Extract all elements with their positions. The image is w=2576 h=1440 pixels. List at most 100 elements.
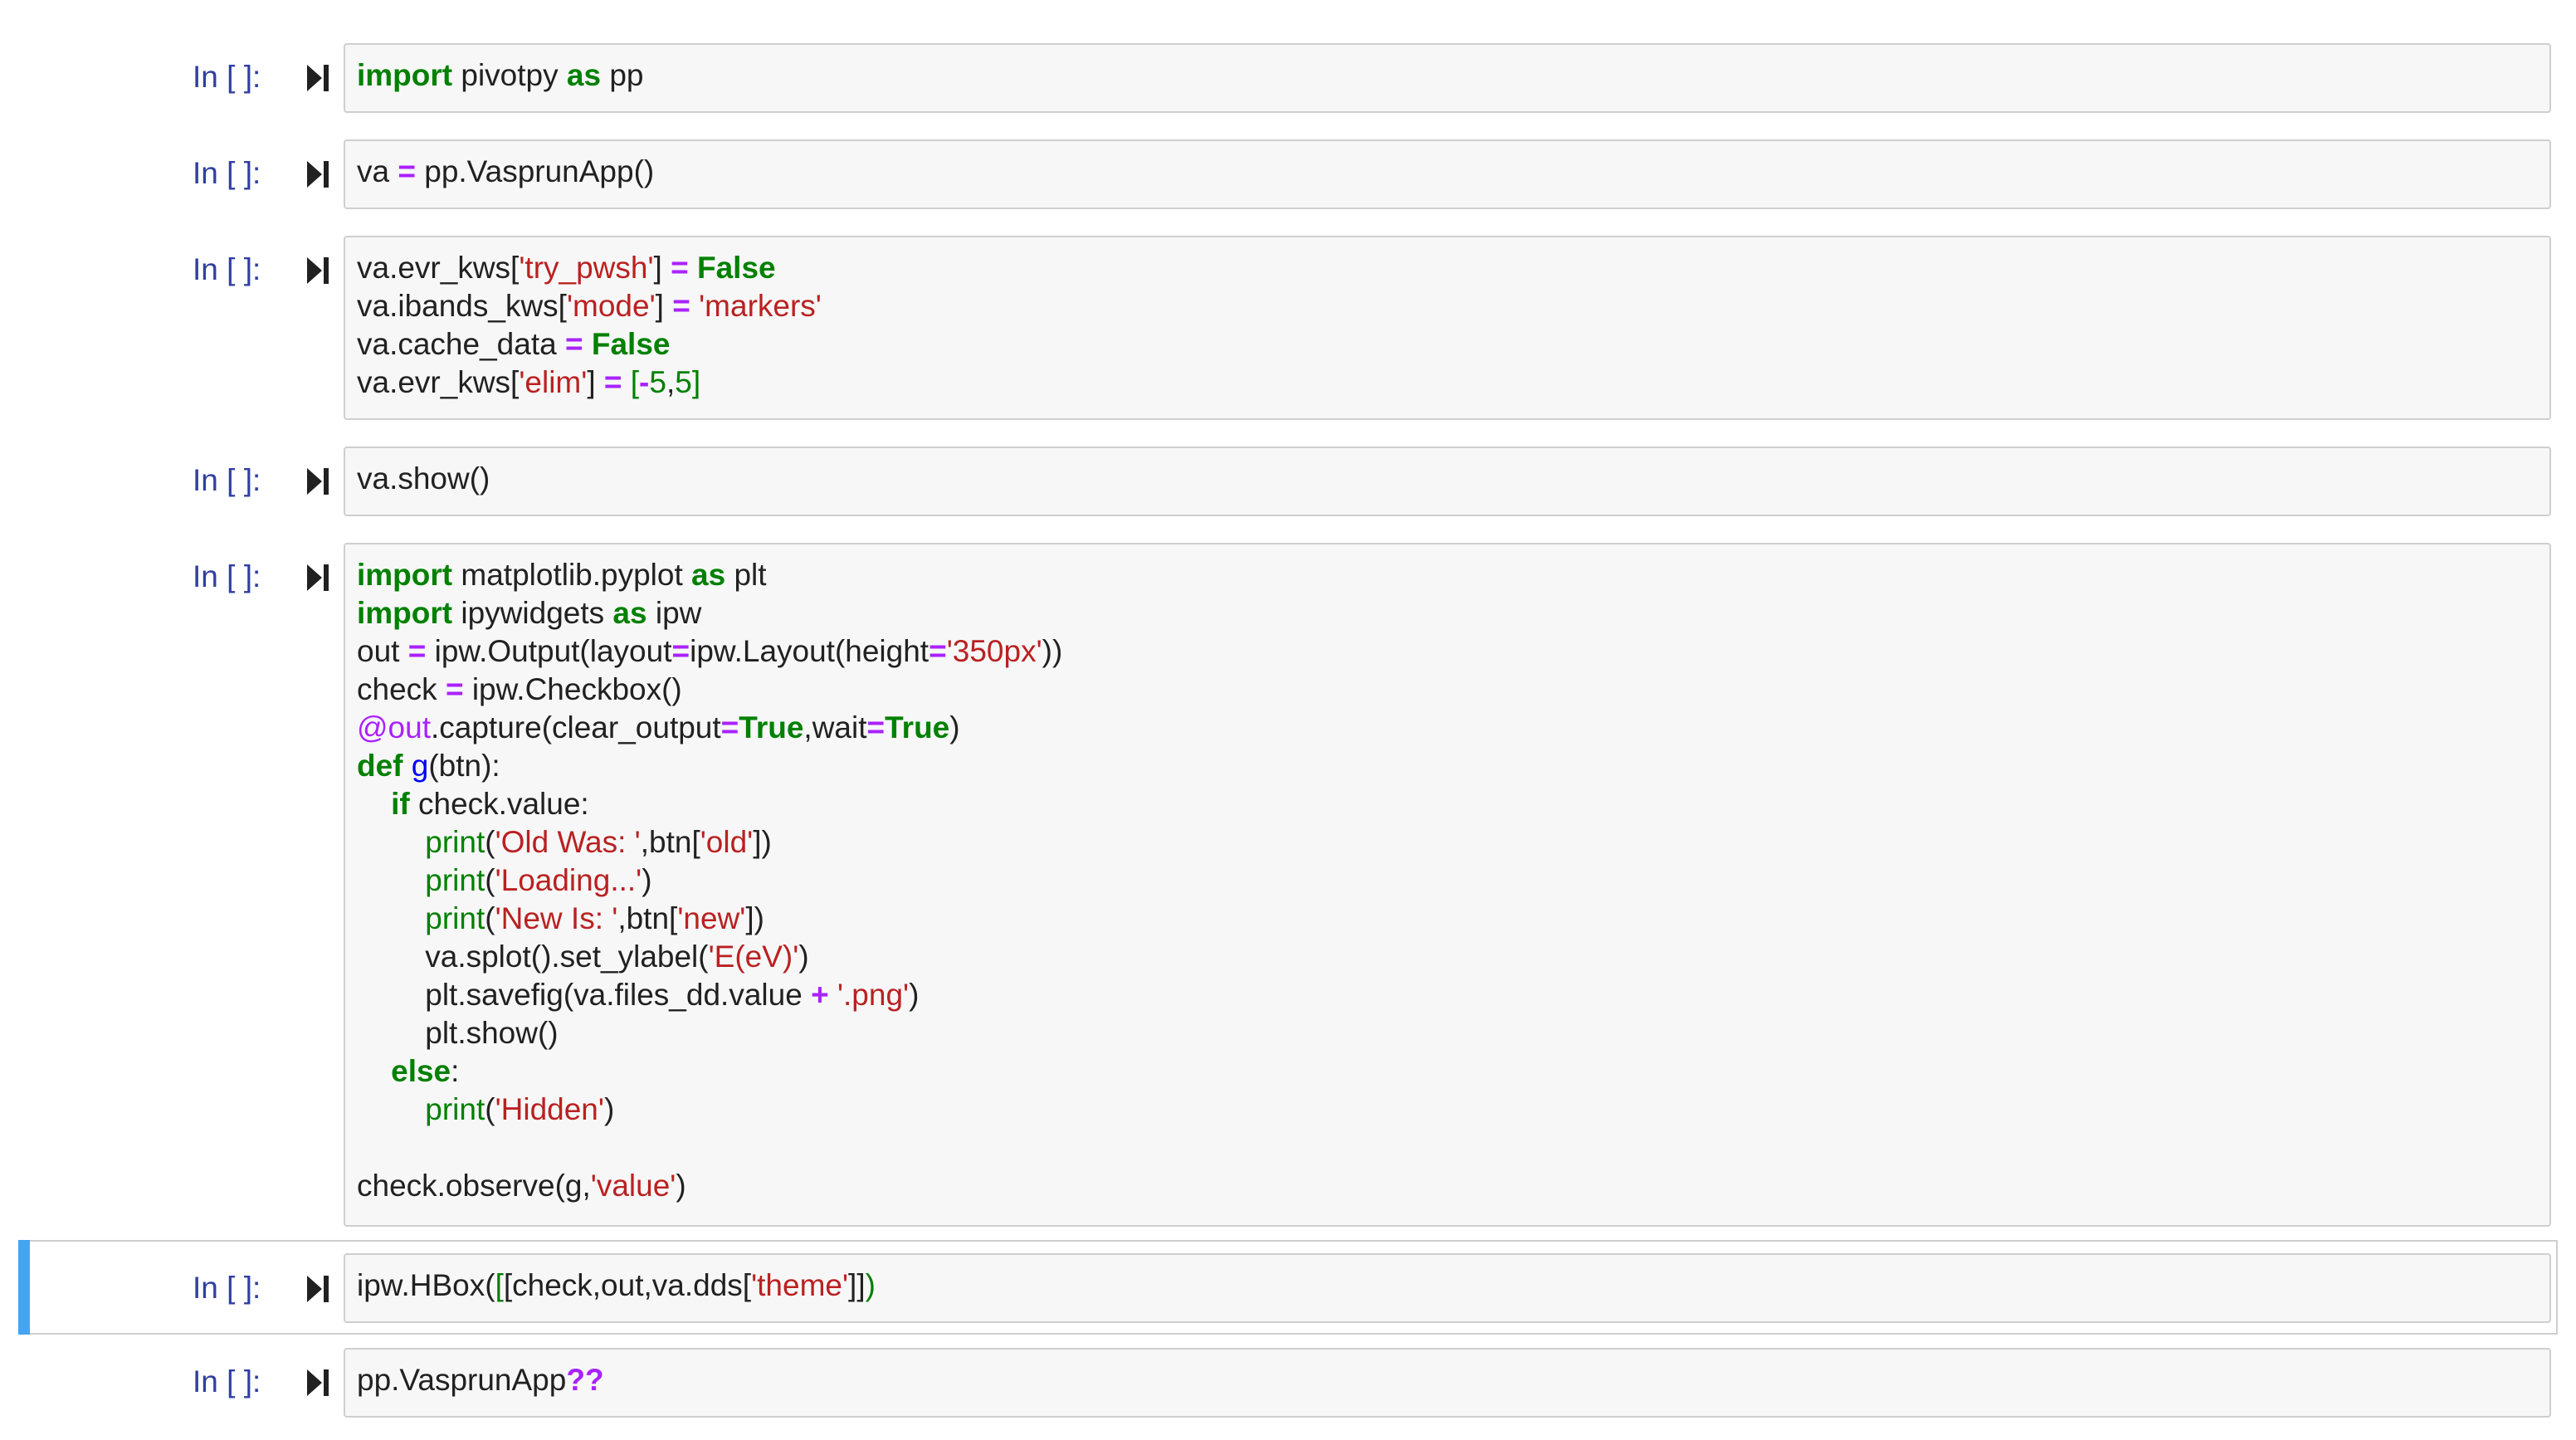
code-token: True — [739, 710, 804, 744]
code-token: = — [671, 251, 689, 285]
code-token: import — [357, 58, 453, 92]
code-token: va.show() — [357, 461, 490, 495]
code-token: ,wait — [803, 710, 867, 744]
run-cell-icon[interactable] — [305, 256, 330, 286]
code-token: = — [671, 634, 690, 668]
input-prompt: In [ ]: — [193, 463, 261, 497]
code-token: plt — [725, 558, 767, 592]
code-text[interactable]: ipw.HBox([[check,out,va.dds['theme']]) — [357, 1267, 2541, 1305]
code-token: ) — [676, 1169, 686, 1203]
code-token — [357, 1054, 391, 1088]
code-token: ( — [485, 1092, 495, 1126]
code-token: ( — [485, 863, 495, 897]
code-token: ipw.Output(layout — [426, 634, 672, 668]
code-token: va.cache_data — [357, 327, 565, 361]
code-token: g — [411, 749, 429, 783]
code-editor[interactable]: va.show() — [344, 447, 2551, 516]
code-token: ) — [865, 1268, 876, 1302]
code-token: = — [603, 365, 622, 399]
code-editor[interactable]: pp.VasprunApp?? — [344, 1348, 2551, 1418]
code-token: ipw.Checkbox() — [463, 672, 682, 706]
run-cell-icon[interactable] — [305, 1274, 330, 1304]
code-token: check — [357, 672, 446, 706]
code-token: = — [866, 710, 886, 744]
code-cell-6-selected[interactable]: In [ ]: ipw.HBox([[check,out,va.dds['the… — [18, 1240, 2558, 1335]
run-cell-icon[interactable] — [305, 63, 330, 93]
run-cell-icon[interactable] — [305, 563, 330, 593]
code-token: as — [612, 596, 647, 630]
code-token: 'markers' — [699, 289, 822, 323]
code-token: print — [425, 863, 485, 897]
code-token: 5 — [649, 365, 666, 399]
code-token: True — [885, 710, 950, 744]
code-token: - — [639, 365, 650, 399]
code-editor[interactable]: va = pp.VasprunApp() — [344, 139, 2551, 209]
code-token: else — [391, 1054, 451, 1088]
code-text[interactable]: va.show() — [357, 460, 2541, 498]
code-text[interactable]: import matplotlib.pyplot as plt import i… — [357, 556, 2541, 1205]
run-cell-icon[interactable] — [305, 466, 330, 496]
code-token: ipw.HBox( — [357, 1268, 495, 1302]
code-token: ipywidgets — [452, 596, 613, 630]
code-cell-7[interactable]: In [ ]: pp.VasprunApp?? — [0, 1348, 2576, 1418]
code-cell-3[interactable]: In [ ]: va.evr_kws['try_pwsh'] = False v… — [0, 236, 2576, 420]
code-token: 'Old Was: ' — [495, 825, 641, 859]
code-token: .capture(clear_output — [431, 710, 721, 744]
code-token: = — [672, 289, 690, 323]
code-token: ( — [485, 825, 495, 859]
code-token: pp.VasprunApp() — [415, 154, 655, 188]
code-token: , — [666, 365, 676, 399]
code-token: pp — [601, 58, 644, 92]
code-token: '.png' — [837, 978, 910, 1012]
code-text[interactable]: va = pp.VasprunApp() — [357, 153, 2541, 191]
code-token: check.observe(g, — [357, 1169, 591, 1203]
code-text[interactable]: pp.VasprunApp?? — [357, 1361, 2541, 1399]
code-token: ]] — [848, 1268, 866, 1302]
code-token: = — [398, 154, 416, 188]
code-token: print — [425, 825, 485, 859]
code-token: ?? — [566, 1363, 604, 1397]
code-text[interactable]: va.evr_kws['try_pwsh'] = False va.ibands… — [357, 249, 2541, 402]
code-token: def — [357, 749, 403, 783]
code-token — [403, 749, 412, 783]
input-prompt: In [ ]: — [193, 1364, 261, 1399]
code-editor[interactable]: import pivotpy as pp — [344, 43, 2551, 113]
code-token: ) — [949, 710, 960, 744]
code-text[interactable]: import pivotpy as pp — [357, 56, 2541, 95]
code-token — [690, 289, 699, 323]
code-token: ] — [653, 251, 671, 285]
code-token: va.ibands_kws[ — [357, 289, 567, 323]
input-prompt: In [ ]: — [193, 252, 261, 286]
code-token: = — [720, 710, 739, 744]
code-token — [357, 901, 425, 935]
code-token: ) — [909, 978, 920, 1012]
run-cell-icon[interactable] — [305, 159, 330, 189]
code-token: import — [357, 558, 453, 592]
code-editor[interactable]: ipw.HBox([[check,out,va.dds['theme']]) — [344, 1253, 2551, 1323]
code-token: ( — [485, 901, 495, 935]
code-editor[interactable]: import matplotlib.pyplot as plt import i… — [344, 543, 2551, 1227]
code-token: [ — [495, 1268, 504, 1302]
code-token: va.evr_kws[ — [357, 365, 520, 399]
code-cell-1[interactable]: In [ ]: import pivotpy as pp — [0, 43, 2576, 113]
code-token: 'New Is: ' — [495, 901, 618, 935]
code-token: False — [591, 327, 671, 361]
code-token: )) — [1042, 634, 1063, 668]
code-token: 'old' — [700, 825, 754, 859]
code-token: 5 — [675, 365, 692, 399]
code-cell-2[interactable]: In [ ]: va = pp.VasprunApp() — [0, 139, 2576, 209]
input-prompt: In [ ]: — [193, 60, 261, 94]
code-token: [check,out,va.dds[ — [503, 1268, 752, 1302]
code-cell-5[interactable]: In [ ]: import matplotlib.pyplot as plt … — [0, 543, 2576, 1227]
code-token — [583, 327, 592, 361]
code-token: False — [696, 251, 776, 285]
code-token: ] — [587, 365, 604, 399]
input-prompt: In [ ]: — [193, 1271, 261, 1305]
code-token: import — [357, 596, 453, 630]
code-token: ] — [691, 365, 701, 399]
code-editor[interactable]: va.evr_kws['try_pwsh'] = False va.ibands… — [344, 236, 2551, 420]
code-token: '350px' — [946, 634, 1042, 668]
code-cell-4[interactable]: In [ ]: va.show() — [0, 447, 2576, 516]
code-token: (btn): — [428, 749, 500, 783]
run-cell-icon[interactable] — [305, 1368, 330, 1398]
